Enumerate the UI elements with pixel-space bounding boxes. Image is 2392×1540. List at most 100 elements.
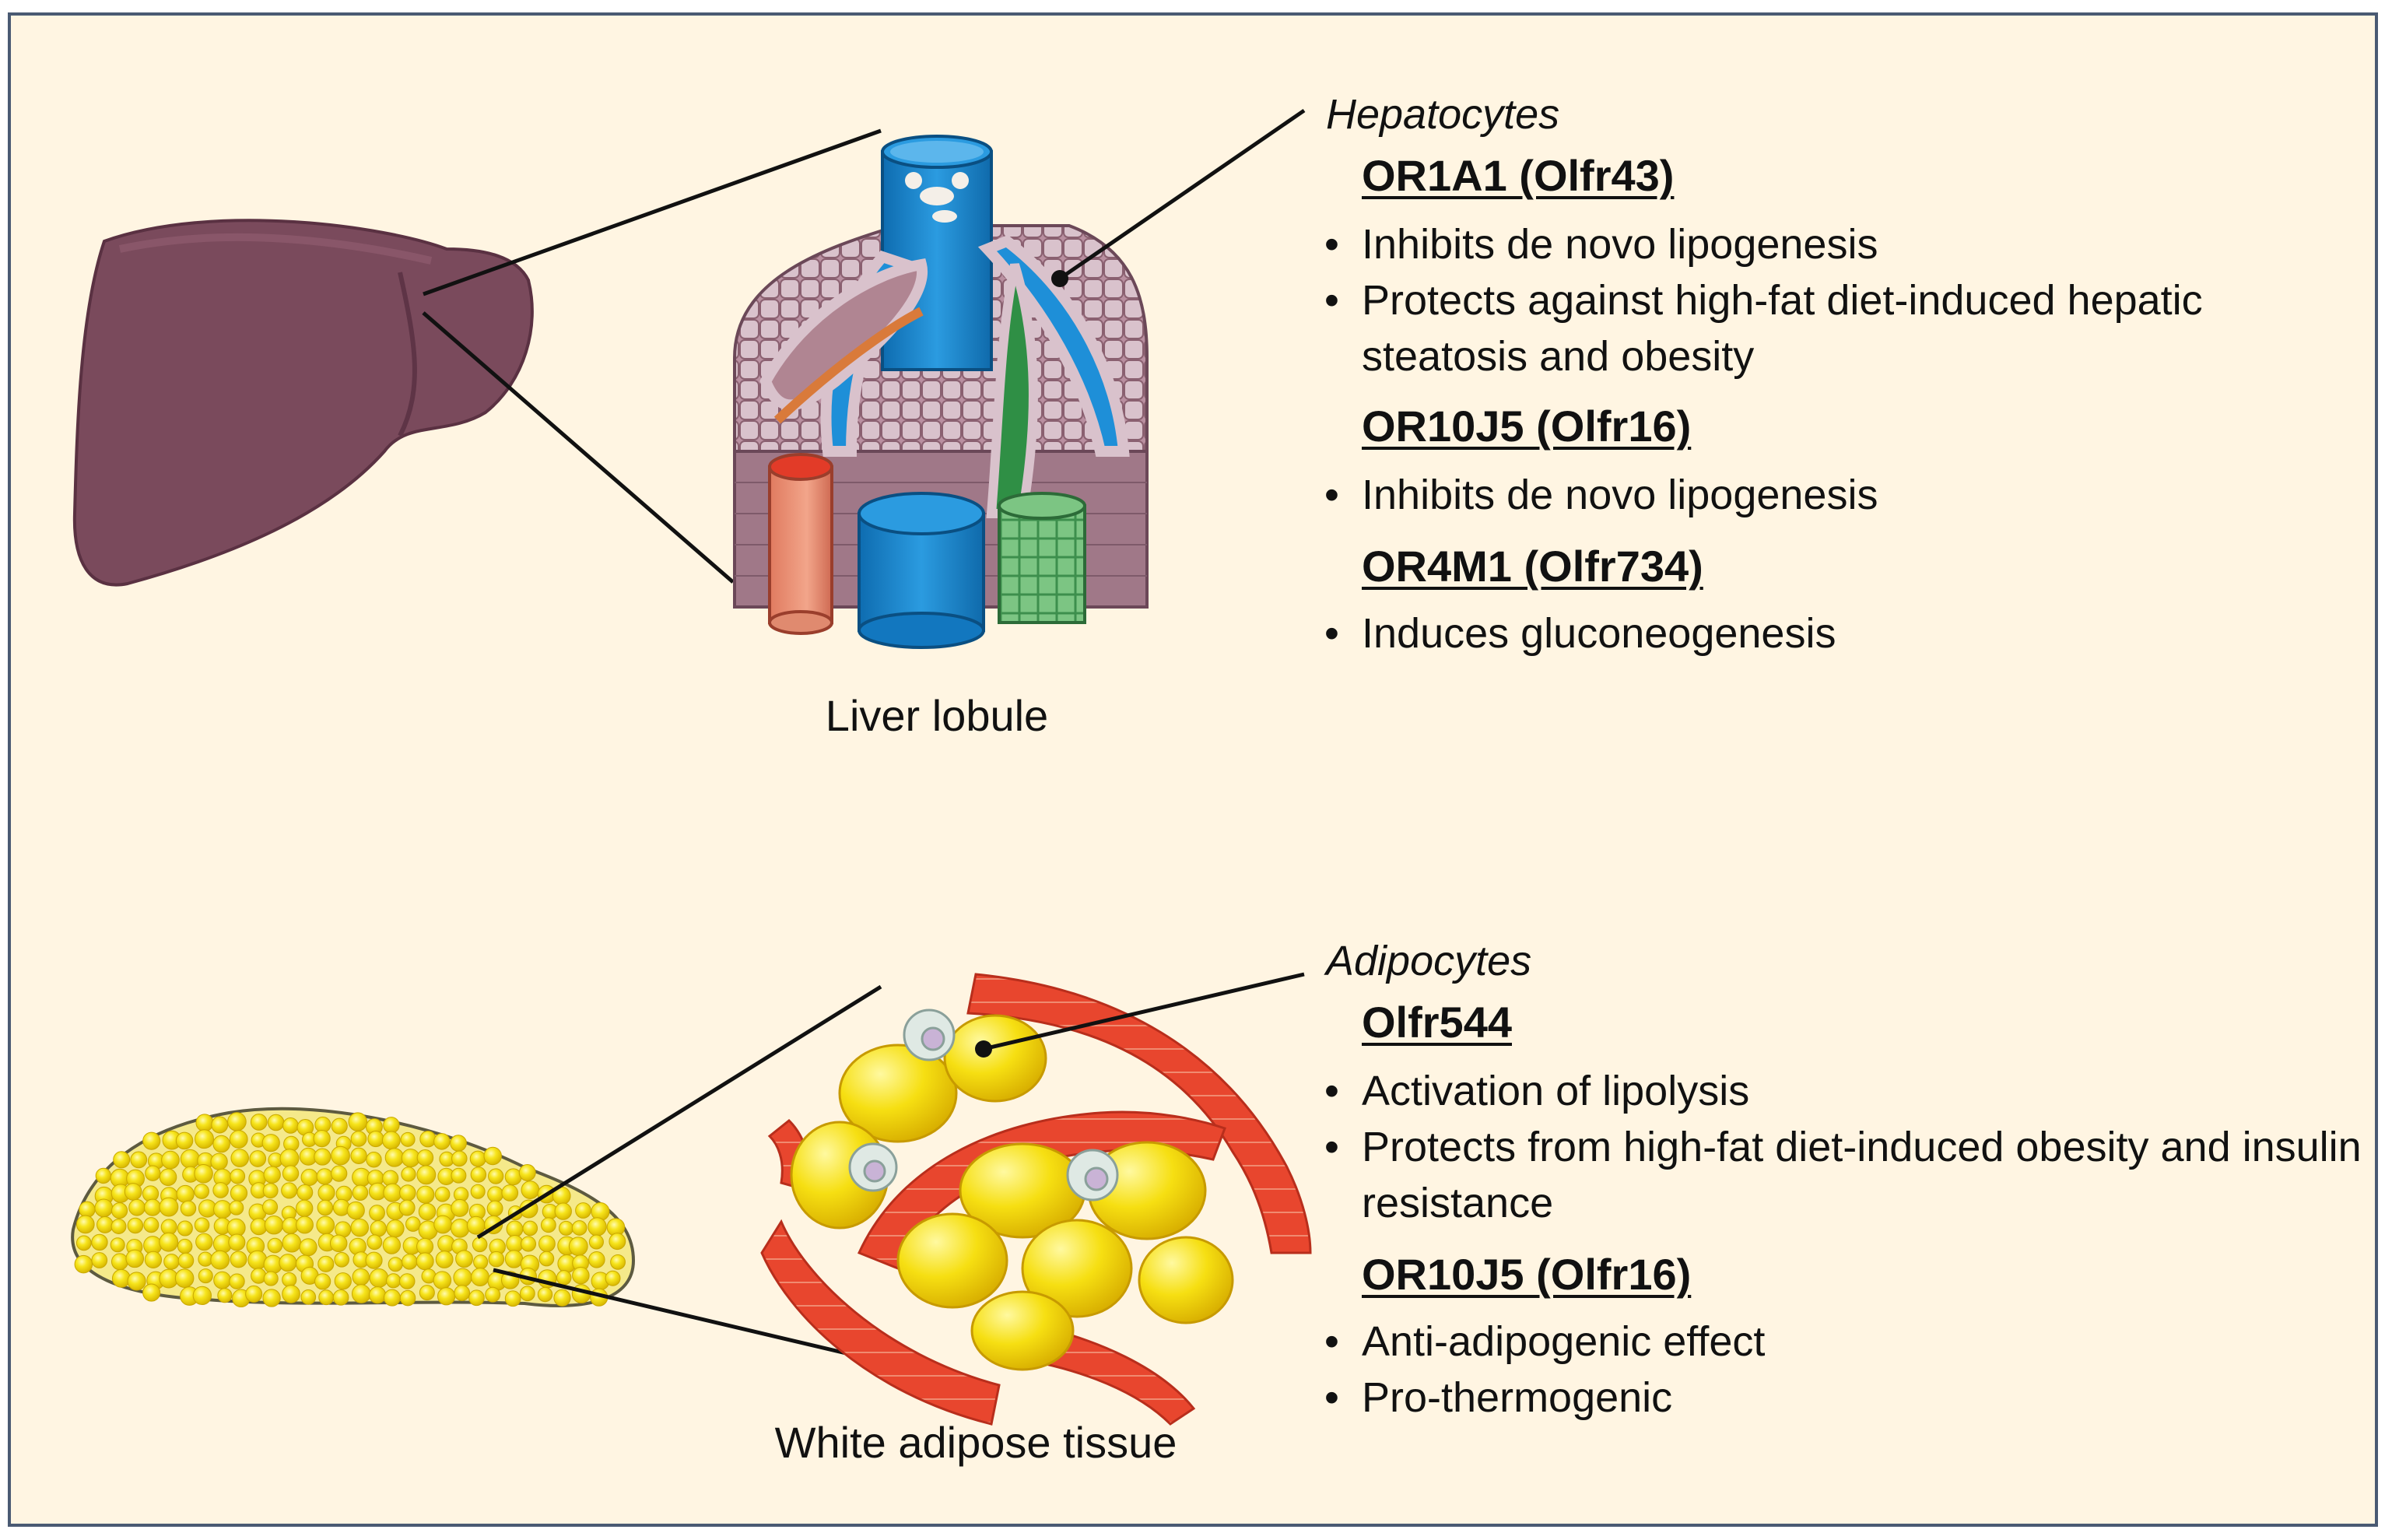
fat-droplet: [521, 1180, 540, 1199]
fat-droplet: [486, 1200, 503, 1217]
effect-item: •Inhibits de novo lipogenesis: [1324, 221, 1878, 268]
fat-droplet: [433, 1271, 452, 1289]
hepatocytes-title: Hepatocytes: [1326, 91, 1560, 138]
fat-droplet: [332, 1198, 350, 1216]
fat-droplet: [261, 1134, 280, 1152]
fat-droplet: [314, 1273, 331, 1290]
fat-droplet: [213, 1200, 233, 1219]
effect-item: •Activation of lipolysis: [1324, 1068, 1750, 1114]
fat-droplet: [506, 1220, 524, 1238]
fat-droplet: [282, 1285, 300, 1303]
fat-droplet: [383, 1117, 400, 1134]
fat-droplet: [159, 1232, 179, 1252]
fat-droplet: [610, 1254, 626, 1270]
fat-droplet: [316, 1168, 333, 1185]
fat-droplet: [455, 1250, 473, 1268]
fat-droplet: [194, 1217, 210, 1233]
fat-droplet: [75, 1235, 92, 1251]
fat-droplet: [317, 1255, 335, 1272]
effect-item: •Inhibits de novo lipogenesis: [1324, 472, 1878, 518]
receptor-or10j5-liver: OR10J5 (Olfr16): [1362, 402, 1692, 451]
fat-droplet: [416, 1149, 434, 1166]
fat-droplet: [605, 1270, 621, 1286]
fat-droplet: [282, 1165, 300, 1182]
fat-droplet: [405, 1216, 421, 1232]
fat-droplet: [468, 1289, 485, 1307]
fat-droplet: [211, 1116, 229, 1134]
fat-droplet: [451, 1198, 469, 1217]
fat-droplet: [110, 1253, 128, 1271]
fat-droplet: [399, 1184, 416, 1201]
fat-droplet: [212, 1182, 229, 1198]
receptor-or10j5-adipose: OR10J5 (Olfr16): [1362, 1250, 1692, 1299]
fat-droplet: [399, 1273, 416, 1289]
fat-droplet: [159, 1168, 177, 1187]
fat-droplet: [370, 1220, 387, 1237]
fat-droplet: [400, 1131, 416, 1147]
fat-droplet: [177, 1252, 195, 1269]
fat-droplet: [110, 1219, 127, 1234]
adipose-zoom-lines: [476, 984, 883, 1364]
fat-droplet: [282, 1233, 302, 1253]
fat-droplet: [538, 1251, 555, 1267]
fat-droplet: [488, 1168, 504, 1184]
receptor-olfr544-effects: •Activation of lipolysis •Protects from …: [1321, 1063, 2364, 1231]
fat-droplet: [300, 1168, 318, 1187]
fat-droplet: [416, 1185, 435, 1204]
fat-droplet: [469, 1150, 486, 1167]
fat-droplet: [386, 1273, 402, 1289]
fat-droplet: [229, 1130, 248, 1149]
fat-droplet: [251, 1268, 267, 1284]
fat-droplet: [144, 1251, 163, 1269]
fat-droplet: [521, 1236, 537, 1252]
fat-droplet: [504, 1250, 524, 1268]
receptor-or10j5-liver-effects: •Inhibits de novo lipogenesis: [1321, 467, 2348, 523]
fat-droplet: [113, 1151, 131, 1169]
fat-droplet: [383, 1183, 402, 1202]
fat-droplet: [472, 1237, 488, 1253]
fat-droplet: [348, 1112, 368, 1131]
effect-item: •Pro-thermogenic: [1324, 1374, 1673, 1421]
fat-droplet: [388, 1257, 403, 1272]
receptor-or4m1-effects: •Induces gluconeogenesis: [1321, 605, 2348, 661]
fat-droplet: [230, 1251, 247, 1268]
fat-droplet: [352, 1268, 370, 1286]
fat-droplet: [230, 1149, 249, 1167]
fat-droplet: [419, 1285, 435, 1301]
fat-droplet: [195, 1114, 214, 1132]
fat-droplet: [575, 1202, 591, 1219]
fat-droplet: [299, 1238, 317, 1257]
white-adipose-caption: White adipose tissue: [774, 1418, 1177, 1467]
fat-droplet: [267, 1114, 285, 1131]
fat-droplet: [437, 1287, 456, 1306]
fat-droplet: [198, 1268, 213, 1284]
fat-droplet: [331, 1117, 348, 1135]
fat-droplet: [365, 1251, 383, 1269]
effect-item: •Protects from high-fat diet-induced obe…: [1324, 1124, 2362, 1226]
fat-droplet: [145, 1165, 161, 1181]
fat-droplet: [229, 1200, 244, 1216]
fat-droplet: [367, 1130, 384, 1148]
fat-droplet: [451, 1150, 468, 1167]
fat-droplet: [195, 1129, 215, 1149]
fat-droplet: [217, 1288, 233, 1303]
fat-droplet: [263, 1271, 279, 1286]
fat-droplet: [279, 1254, 297, 1272]
fat-droplet: [130, 1151, 148, 1169]
fat-droplet: [350, 1147, 367, 1164]
fat-droplet: [175, 1131, 194, 1150]
fat-droplet: [176, 1184, 195, 1204]
fat-droplet: [466, 1216, 486, 1235]
fat-droplet: [331, 1145, 350, 1166]
fat-droplet: [194, 1184, 209, 1199]
adipocytes-title: Adipocytes: [1326, 938, 1532, 984]
fat-droplet: [522, 1220, 538, 1237]
fat-droplet: [368, 1286, 387, 1304]
fat-droplet: [250, 1114, 268, 1131]
fat-droplet: [180, 1200, 197, 1217]
fat-droplet: [229, 1273, 245, 1289]
fat-droplet: [471, 1268, 489, 1287]
fat-droplet: [488, 1251, 505, 1268]
fat-droplet: [128, 1198, 146, 1216]
fat-droplet: [74, 1254, 93, 1274]
